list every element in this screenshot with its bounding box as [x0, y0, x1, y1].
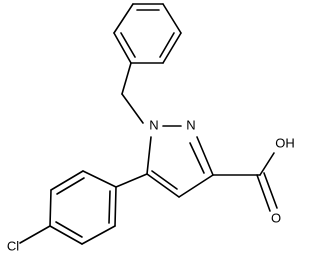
bond-phenyl-5 — [113, 32, 132, 64]
atom-label-hydroxyl: OH — [275, 135, 295, 150]
chlorophenyl-ring — [49, 170, 117, 245]
bond-carboxyl-oh — [259, 152, 275, 176]
bond-chlorophenyl-inner-1 — [56, 177, 85, 195]
bond-ch2-to-n1 — [121, 93, 144, 124]
atom-label-chlorine: Cl — [7, 238, 19, 253]
bond-chlorophenyl-inner-2 — [55, 221, 83, 238]
bond-phenyl-2 — [162, 3, 182, 34]
bond-n2-c3 — [196, 136, 214, 176]
bond-phenyl-inner-2 — [159, 32, 175, 58]
bond-phenyl-to-ch2 — [121, 62, 132, 95]
bond-chlorophenyl-6 — [114, 186, 117, 227]
bond-phenyl-6 — [113, 3, 134, 34]
bond-c5-to-chlorophenyl — [115, 173, 148, 188]
atom-label-n2: N — [186, 117, 195, 132]
bond-phenyl-inner-3 — [120, 32, 136, 58]
bond-chlorophenyl-to-cl — [19, 225, 51, 244]
bond-c3-c4 — [178, 174, 214, 198]
bond-c4-c5-double — [151, 170, 178, 190]
bond-chlorophenyl-1 — [82, 170, 117, 188]
phenyl-ring — [113, 3, 182, 64]
bond-chlorophenyl-3 — [49, 189, 52, 227]
chemical-structure: N N OH O Cl — [7, 3, 295, 253]
bond-c5-n1 — [146, 136, 152, 175]
bond-chlorophenyl-4 — [49, 225, 83, 245]
atom-label-oxygen: O — [271, 210, 281, 225]
bond-chlorophenyl-5 — [81, 225, 116, 245]
bond-chlorophenyl-inner-3 — [108, 190, 111, 224]
bond-phenyl-3 — [162, 32, 182, 64]
atom-label-n1: N — [149, 117, 158, 132]
pyrazole-ring — [146, 125, 214, 198]
bond-n2-c3-double — [189, 142, 205, 174]
bond-c4-c5 — [146, 173, 180, 198]
bond-carboxyl-o-1 — [256, 174, 271, 212]
bond-carboxyl-o-2 — [263, 172, 278, 209]
bond-chlorophenyl-2 — [50, 170, 84, 191]
